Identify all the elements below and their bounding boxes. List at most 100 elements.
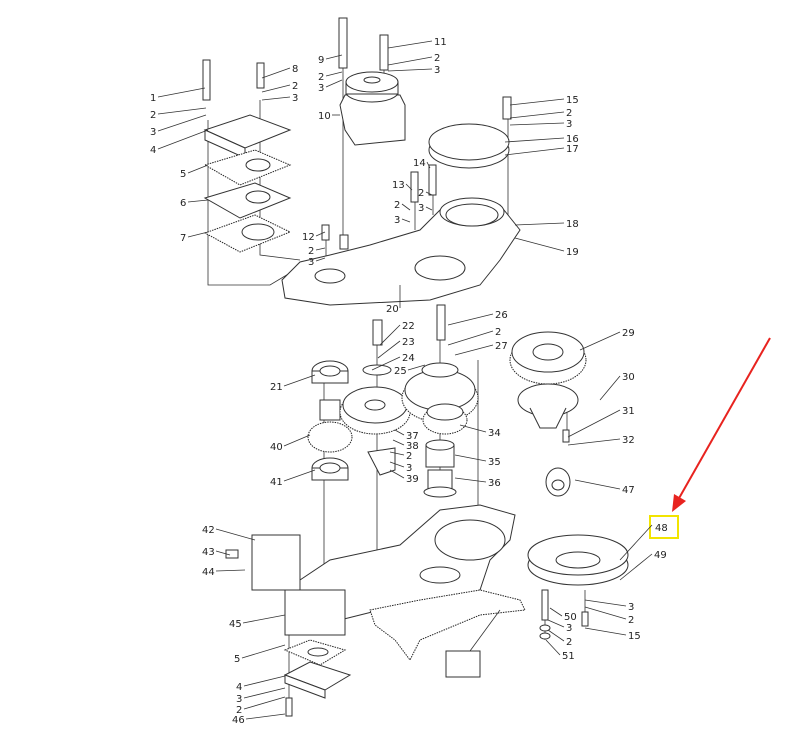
callout-2: 2: [418, 188, 424, 199]
leader-line: [187, 199, 209, 203]
callout-5: 5: [234, 654, 240, 665]
callout-11: 11: [434, 37, 447, 48]
leader-line: [241, 644, 286, 659]
leader-line: [545, 639, 561, 656]
callout-22: 22: [402, 321, 415, 332]
callout-24: 24: [402, 353, 415, 364]
gear-train: [307, 304, 587, 498]
leader-line: [261, 67, 291, 79]
callout-4: 4: [236, 682, 242, 693]
callout-3: 3: [318, 83, 324, 94]
callout-50: 50: [564, 612, 577, 623]
callout-2: 2: [236, 705, 242, 716]
callout-44: 44: [202, 567, 215, 578]
leader-line: [504, 147, 565, 156]
leader-line: [157, 107, 207, 115]
callout-42: 42: [202, 525, 215, 536]
leader-line: [454, 344, 494, 356]
callout-3: 3: [236, 694, 242, 705]
leader-line: [574, 479, 621, 490]
leader-line: [315, 257, 326, 262]
callout-41: 41: [270, 477, 283, 488]
callout-3: 3: [566, 623, 572, 634]
callout-21: 21: [270, 382, 283, 393]
leader-line: [567, 438, 621, 446]
callout-2: 2: [495, 327, 501, 338]
callout-10: 10: [318, 111, 331, 122]
leader-line: [509, 98, 565, 106]
callout-9: 9: [318, 55, 324, 66]
red-arrow-icon: [672, 337, 771, 512]
leader-line: [389, 461, 405, 468]
callout-3: 3: [418, 203, 424, 214]
leader-line: [454, 454, 487, 462]
callout-3: 3: [308, 257, 314, 268]
callout-2: 2: [566, 637, 572, 648]
callout-29: 29: [622, 328, 635, 339]
callout-37: 37: [406, 431, 419, 442]
callout-14: 14: [413, 158, 426, 169]
callout-2: 2: [394, 200, 400, 211]
leader-line: [283, 374, 316, 387]
callout-48: 48: [655, 523, 668, 534]
leader-line: [242, 614, 286, 624]
leader-line: [599, 375, 621, 401]
leader-line: [157, 129, 209, 150]
callout-3: 3: [150, 127, 156, 138]
callout-15: 15: [566, 95, 579, 106]
callout-2: 2: [292, 81, 298, 92]
leader-line: [392, 439, 405, 446]
leader-line: [215, 569, 246, 572]
callout-2: 2: [150, 110, 156, 121]
leader-line: [547, 629, 565, 642]
leader-line: [215, 528, 256, 541]
leader-line: [157, 114, 207, 132]
callout-labels: 1234823567923101123152316171314232312231…: [150, 37, 667, 726]
leader-line: [387, 68, 433, 72]
callout-17: 17: [566, 144, 579, 155]
leader-line: [243, 696, 286, 710]
callout-26: 26: [495, 310, 508, 321]
callout-5: 5: [180, 169, 186, 180]
leader-line: [187, 231, 209, 238]
callout-27: 27: [495, 341, 508, 352]
leader-line: [509, 111, 565, 119]
callout-43: 43: [202, 547, 215, 558]
callout-30: 30: [622, 372, 635, 383]
callout-32: 32: [622, 435, 635, 446]
callout-6: 6: [180, 198, 186, 209]
callout-13: 13: [392, 180, 405, 191]
leader-line: [261, 96, 291, 101]
round-cover: [428, 96, 512, 169]
callout-3: 3: [628, 602, 634, 613]
cover-plate-stack: [202, 59, 292, 253]
callout-47: 47: [622, 485, 635, 496]
callout-2: 2: [318, 72, 324, 83]
callout-35: 35: [488, 457, 501, 468]
callout-3: 3: [394, 215, 400, 226]
leader-line: [619, 553, 653, 581]
flange-housing: [527, 534, 629, 640]
callout-39: 39: [406, 474, 419, 485]
callout-25: 25: [394, 366, 407, 377]
leader-line: [315, 231, 326, 237]
leader-line: [514, 222, 565, 226]
lower-timing-housing: [225, 504, 526, 717]
leader-line: [325, 54, 343, 60]
leader-line: [459, 424, 487, 433]
callout-23: 23: [402, 337, 415, 348]
leader-line: [425, 191, 433, 196]
leader-line: [447, 313, 494, 326]
callout-20: 20: [386, 304, 399, 315]
callout-2: 2: [566, 108, 572, 119]
callout-15: 15: [628, 631, 641, 642]
leader-line: [389, 469, 405, 479]
leader-line: [379, 324, 401, 346]
leader-line: [315, 247, 326, 251]
leader-line: [389, 451, 405, 456]
leader-line: [549, 607, 563, 617]
leader-line: [469, 609, 501, 652]
callout-2: 2: [308, 246, 314, 257]
leader-line: [245, 713, 286, 720]
leader-line: [187, 164, 209, 174]
